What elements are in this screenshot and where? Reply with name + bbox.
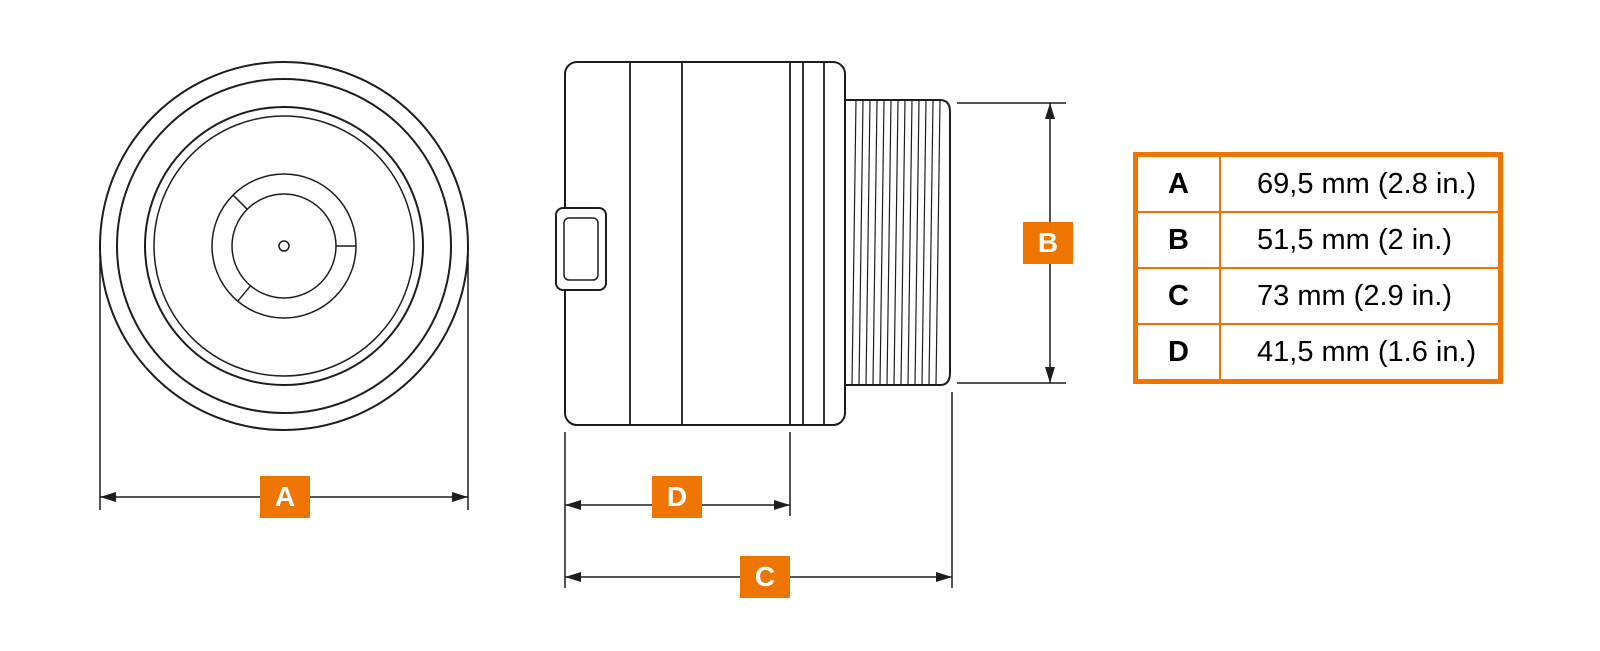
- dim-label-d: D: [652, 476, 702, 518]
- front-view: [99, 61, 469, 431]
- hub-notches: [232, 194, 356, 302]
- dim-value: 69,5 mm (2.8 in.): [1257, 167, 1477, 200]
- connector-tab-inner: [563, 217, 599, 281]
- dim-a-arrow-left: [100, 492, 116, 502]
- dim-letter: D: [1138, 325, 1221, 379]
- outer-housing-circle: [99, 61, 469, 431]
- hub-inner-circle: [231, 193, 337, 299]
- thread-outline: [845, 99, 951, 386]
- dim-value: 51,5 mm (2 in.): [1257, 223, 1452, 256]
- table-row: D 41,5 mm (1.6 in.): [1138, 323, 1498, 379]
- dim-c-arrow-right: [936, 572, 952, 582]
- dim-b-extension-lines: [957, 102, 1066, 384]
- face-inner-circle: [153, 115, 415, 377]
- dim-letter: A: [1138, 157, 1221, 211]
- dim-c-arrow-left: [565, 572, 581, 582]
- dim-d-extension-lines: [564, 432, 791, 588]
- dimensions-table: A 69,5 mm (2.8 in.) B 51,5 mm (2 in.) C …: [1133, 152, 1503, 384]
- dim-letter: B: [1138, 213, 1221, 267]
- dim-value: 73 mm (2.9 in.): [1257, 279, 1452, 312]
- dimension-arrowheads: [100, 103, 1055, 582]
- rim-circle: [116, 78, 452, 414]
- dim-a-extension-lines: [99, 254, 469, 510]
- face-circle: [144, 106, 424, 386]
- table-row: B 51,5 mm (2 in.): [1138, 211, 1498, 267]
- dim-label-b: B: [1023, 222, 1073, 264]
- dimension-lines: [99, 102, 1066, 588]
- dim-value: 41,5 mm (1.6 in.): [1257, 335, 1477, 368]
- dim-b-arrow-top: [1045, 103, 1055, 119]
- dim-d-arrow-right: [774, 500, 790, 510]
- center-point: [278, 240, 290, 252]
- side-view: [555, 61, 951, 426]
- dim-d-arrow-left: [565, 500, 581, 510]
- dim-a-arrow-right: [452, 492, 468, 502]
- body-section-lines: [629, 62, 825, 425]
- dim-label-c: C: [740, 556, 790, 598]
- dim-letter: C: [1138, 269, 1221, 323]
- table-row: C 73 mm (2.9 in.): [1138, 267, 1498, 323]
- table-row: A 69,5 mm (2.8 in.): [1138, 157, 1498, 211]
- thread-crest-lines: [851, 99, 941, 386]
- dim-b-arrow-bottom: [1045, 367, 1055, 383]
- dim-label-a: A: [260, 476, 310, 518]
